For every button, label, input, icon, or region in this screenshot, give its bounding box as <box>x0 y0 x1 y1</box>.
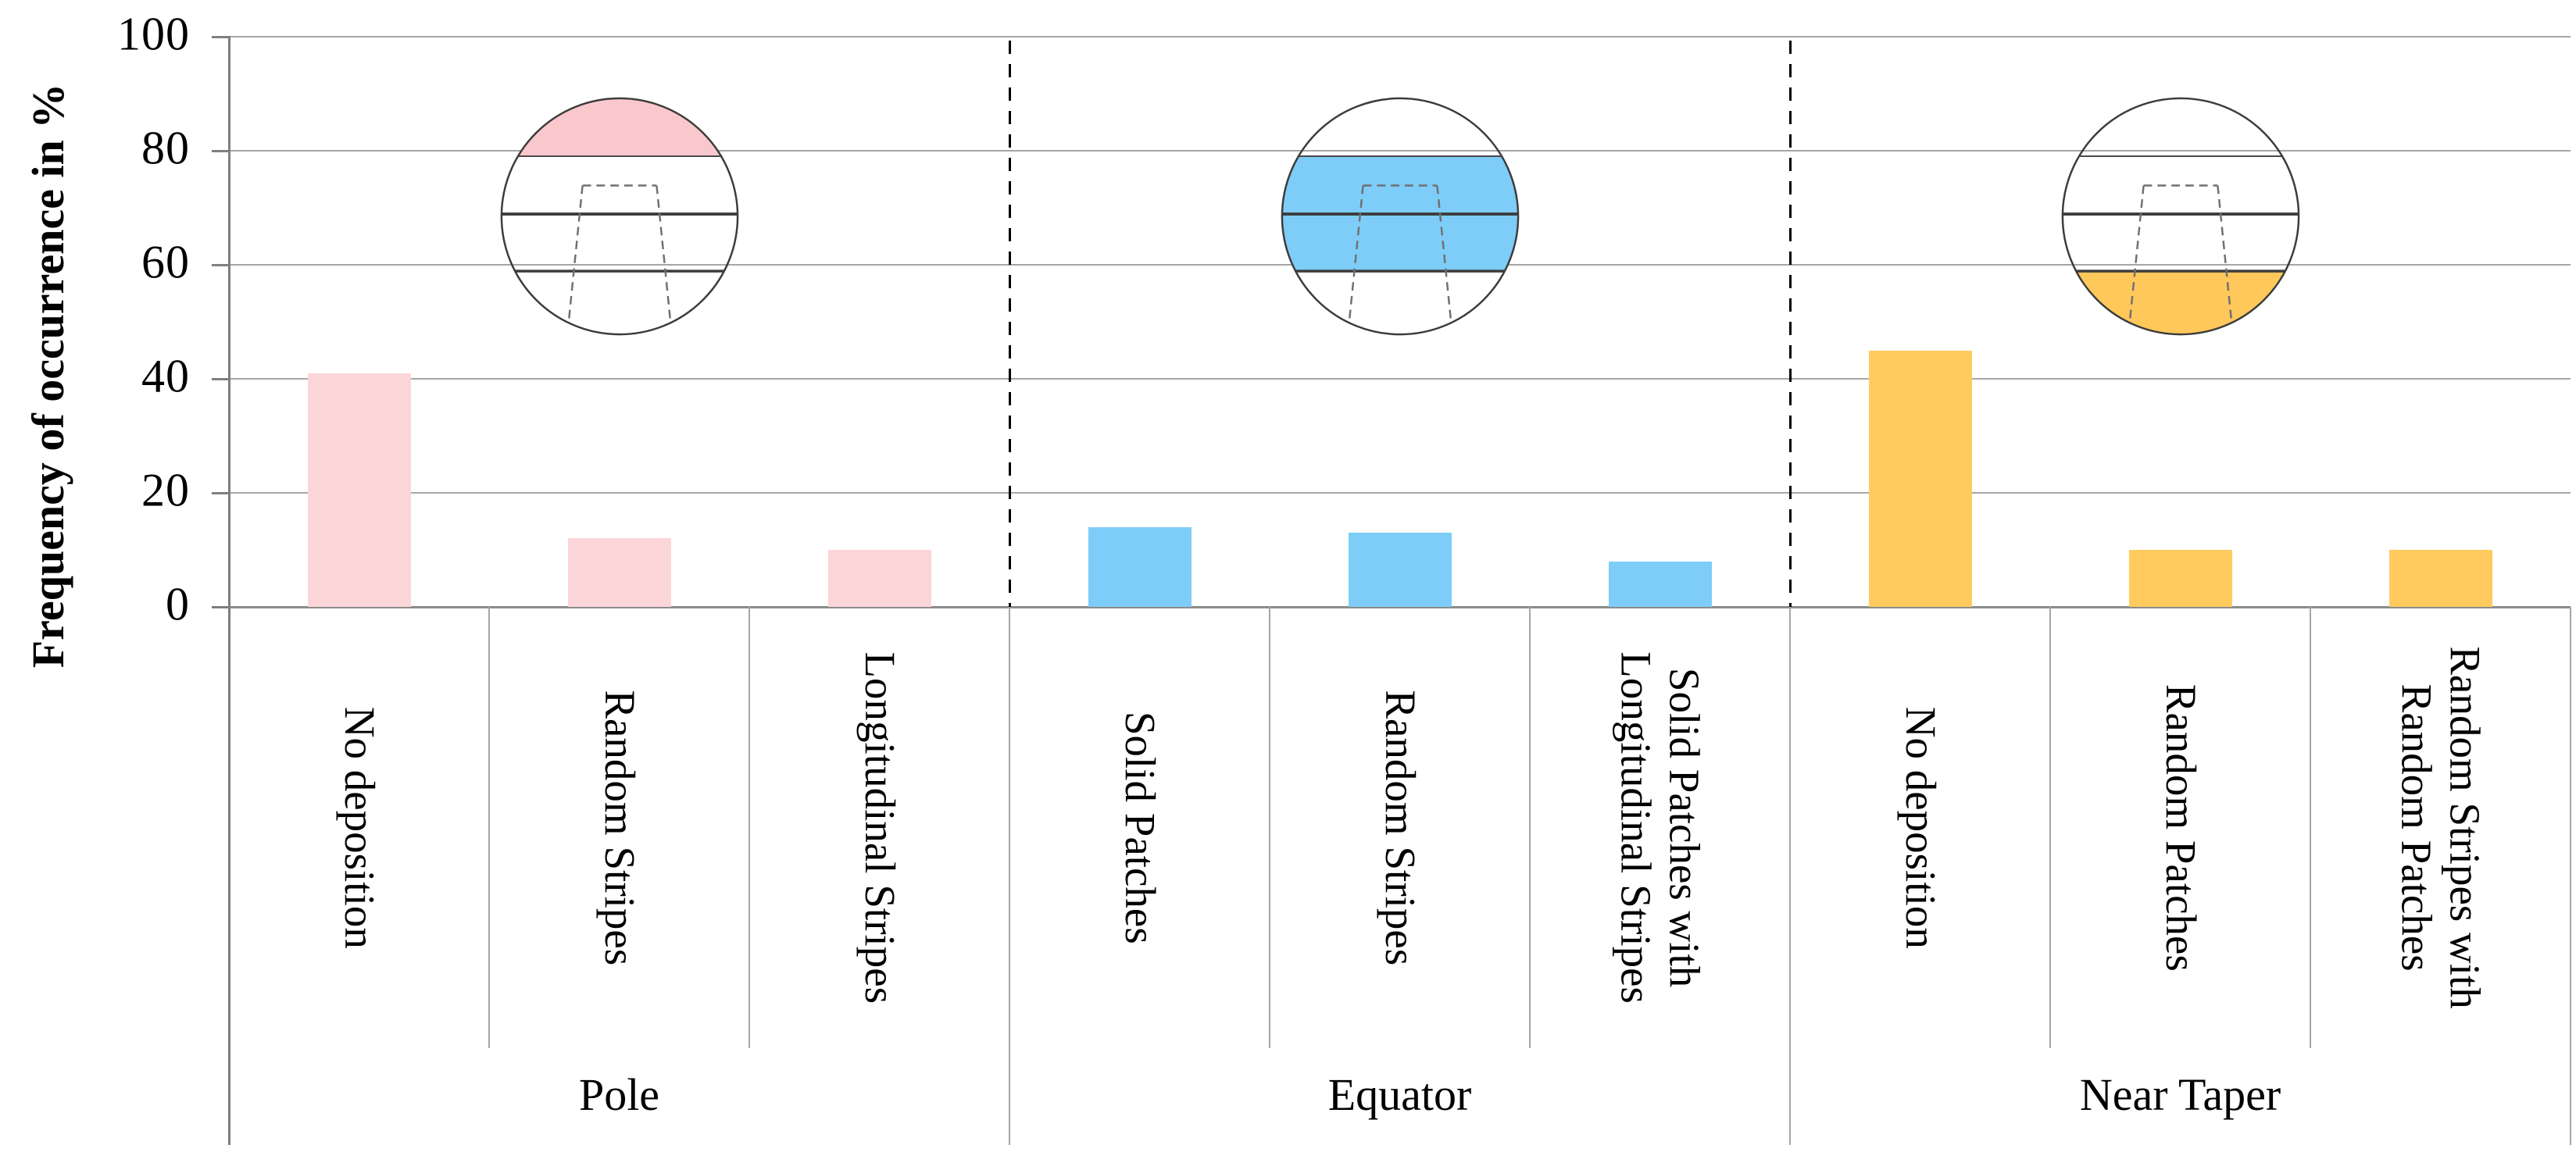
category-separator-line <box>1529 607 1531 1048</box>
sphere-near-taper-icon-wrap <box>2057 93 2304 340</box>
gridline-100 <box>229 36 2571 37</box>
category-label-random-patches: Random Patches <box>2050 607 2310 1048</box>
category-label-random-stripes: Random Stripes <box>1270 607 1530 1048</box>
bar-pole-no-deposition <box>307 373 411 607</box>
sphere-equator-icon-wrap <box>1277 93 1524 340</box>
category-separator-line <box>1269 607 1270 1048</box>
y-tick-0 <box>212 606 230 608</box>
y-tick-40 <box>212 378 230 380</box>
category-label-no-deposition: No deposition <box>1790 607 2050 1048</box>
bar-equator-random-stripes <box>1348 533 1452 607</box>
y-axis-line <box>228 37 230 1145</box>
category-label-text: Solid Patches with Longitudinal Stripes <box>1612 651 1709 1004</box>
y-tick-label-40: 40 <box>141 350 190 402</box>
group-label-text: Near Taper <box>2079 1069 2281 1120</box>
category-label-random-stripes: Random Stripes <box>489 607 749 1048</box>
bar-equator-solid-patches-with-longitudinal-stripes <box>1608 561 1712 607</box>
gridline-20 <box>229 492 2571 494</box>
category-label-random-stripes-with-random-patches: Random Stripes with Random Patches <box>2310 607 2571 1048</box>
group-boundary-line <box>1789 607 1791 1145</box>
category-label-solid-patches-with-longitudinal-stripes: Solid Patches with Longitudinal Stripes <box>1530 607 1790 1048</box>
category-separator-line <box>488 607 490 1048</box>
right-boundary-line <box>2570 607 2571 1145</box>
category-label-text: Random Patches <box>2156 683 2205 972</box>
y-tick-60 <box>212 264 230 266</box>
y-tick-label-20: 20 <box>141 464 190 516</box>
group-label-near-taper: Near Taper <box>1790 1048 2571 1145</box>
category-label-text: Random Stripes <box>595 690 644 965</box>
bar-pole-longitudinal-stripes <box>827 550 931 607</box>
sphere-pole-icon <box>500 97 738 336</box>
y-tick-label-0: 0 <box>166 578 190 630</box>
y-tick-label-60: 60 <box>141 236 190 288</box>
category-separator-line <box>749 607 750 1048</box>
category-separator-line <box>2310 607 2311 1048</box>
category-label-text: Random Stripes with Random Patches <box>2392 646 2489 1009</box>
dashed-group-separator <box>1788 41 1792 607</box>
gridline-80 <box>229 150 2571 152</box>
category-label-text: Random Stripes <box>1376 690 1424 965</box>
category-label-text: Solid Patches <box>1116 711 1164 944</box>
group-label-text: Pole <box>578 1069 660 1120</box>
group-label-text: Equator <box>1327 1069 1472 1120</box>
group-label-pole: Pole <box>229 1048 1009 1145</box>
y-tick-label-100: 100 <box>117 8 190 60</box>
bar-near-taper-no-deposition <box>1868 350 1972 607</box>
category-separator-line <box>2049 607 2051 1048</box>
sphere-equator-icon <box>1281 97 1519 336</box>
group-label-equator: Equator <box>1009 1048 1790 1145</box>
category-label-text: No deposition <box>335 706 384 949</box>
y-tick-100 <box>212 36 230 38</box>
category-label-text: Longitudinal Stripes <box>856 651 904 1004</box>
y-tick-20 <box>212 492 230 494</box>
y-tick-80 <box>212 150 230 152</box>
bar-near-taper-random-patches <box>2128 550 2232 607</box>
bar-near-taper-random-stripes-with-random-patches <box>2388 550 2492 607</box>
bar-pole-random-stripes <box>567 538 671 607</box>
bar-equator-solid-patches <box>1088 526 1192 607</box>
category-label-solid-patches: Solid Patches <box>1009 607 1270 1048</box>
group-boundary-line <box>1009 607 1010 1145</box>
category-label-no-deposition: No deposition <box>229 607 489 1048</box>
sphere-near-taper-icon <box>2061 97 2299 336</box>
gridline-0 <box>229 606 2571 608</box>
y-tick-label-80: 80 <box>141 122 190 174</box>
category-label-longitudinal-stripes: Longitudinal Stripes <box>749 607 1009 1048</box>
gridline-40 <box>229 378 2571 380</box>
category-label-text: No deposition <box>1896 706 1945 949</box>
sphere-pole-icon-wrap <box>496 93 743 340</box>
dashed-group-separator <box>1008 41 1011 607</box>
